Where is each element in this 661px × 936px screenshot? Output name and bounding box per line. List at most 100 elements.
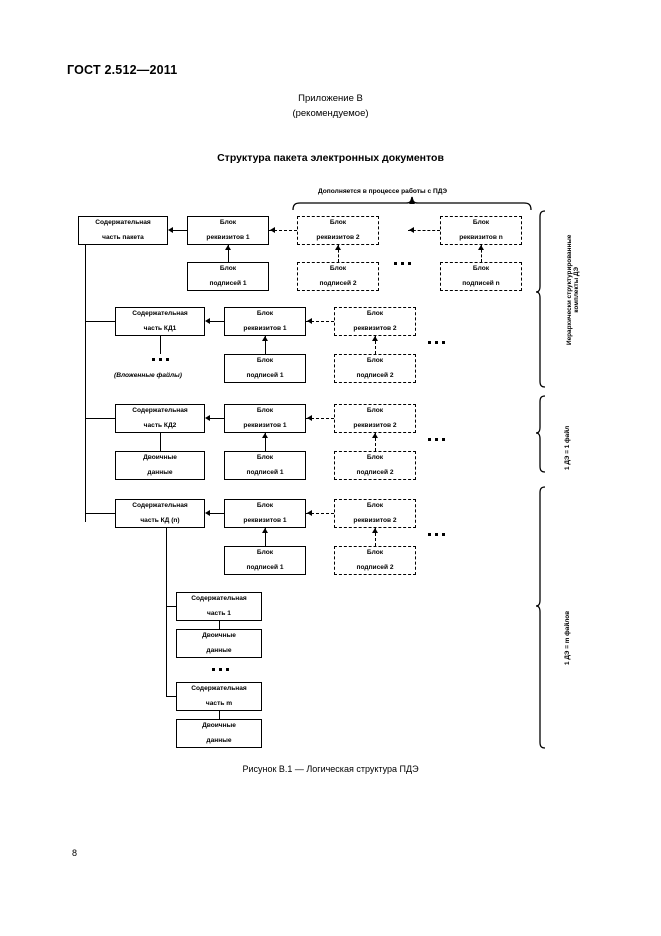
connector-partm-content-to-binary xyxy=(218,711,220,719)
box-line-2: подписей 1 xyxy=(209,280,247,288)
arrowhead-up xyxy=(225,245,231,250)
ellipsis-kd1-row xyxy=(428,341,445,344)
box-kd2-signatures-2[interactable]: Блок подписей 2 xyxy=(334,451,416,480)
page-number: 8 xyxy=(72,848,78,858)
connector-package-req2-to-req1 xyxy=(269,229,297,231)
box-line-1: Блок xyxy=(256,407,274,415)
scope-label-one-de-one-file: 1 ДЭ = 1 файл xyxy=(564,425,571,470)
box-line-1: Блок xyxy=(366,454,384,462)
box-line-1: Блок xyxy=(256,357,274,365)
figure-title: Структура пакета электронных документов xyxy=(217,152,444,164)
box-line-1: Двоичные xyxy=(143,454,177,462)
branch-to-kd2 xyxy=(84,417,116,419)
figure-caption: Рисунок В.1 — Логическая структура ПДЭ xyxy=(242,764,419,774)
box-line-1: Блок xyxy=(366,549,384,557)
arrowhead-up xyxy=(372,336,378,341)
branch-to-kdn xyxy=(84,512,116,514)
connector-package-sig1-to-req1 xyxy=(227,245,229,262)
box-line-2: подписей 2 xyxy=(356,469,394,477)
connector-kd2-content-to-binary xyxy=(159,433,161,451)
box-package-requisites-2[interactable]: Блок реквизитов 2 xyxy=(297,216,379,245)
annex-name: Приложение В xyxy=(298,93,363,104)
box-line-2: реквизитов 1 xyxy=(243,325,287,333)
connector-kd1-req1-to-content xyxy=(210,320,224,322)
annex-kind: (рекомендуемое) xyxy=(292,108,369,119)
connector-kd2-sig2-to-req2 xyxy=(374,433,376,451)
top-note-label: Дополняется в процессе работы с ПДЭ xyxy=(318,188,448,195)
standard-header: ГОСТ 2.512—2011 xyxy=(67,63,178,77)
connector-kdn-req2-to-req1 xyxy=(306,512,334,514)
box-line-2: реквизитов 1 xyxy=(243,517,287,525)
scope-label-line-2: комплекты ДЭ xyxy=(573,266,581,313)
arrowhead-left xyxy=(205,318,210,324)
arrowhead-left xyxy=(205,415,210,421)
box-line-2: данные xyxy=(206,737,232,745)
box-line-2: часть 1 xyxy=(207,610,231,618)
connector-kd1-sig1-to-req1 xyxy=(264,336,266,354)
box-kd2-binary-data[interactable]: Двоичные данные xyxy=(115,451,205,480)
box-line-1: Содержательная xyxy=(95,219,151,227)
connector-kd1-sig2-to-req2 xyxy=(374,336,376,354)
box-line-1: Блок xyxy=(329,219,347,227)
box-line-2: реквизитов 1 xyxy=(206,234,250,242)
right-brace-m-files xyxy=(535,486,546,749)
box-line-2: данные xyxy=(147,469,173,477)
brace-arrowhead-up xyxy=(409,199,415,204)
box-line-2: реквизитов 2 xyxy=(316,234,360,242)
nested-files-label: (Вложенные файлы) xyxy=(114,372,182,379)
right-brace-one-file xyxy=(535,395,546,473)
box-kdn-requisites-2[interactable]: Блок реквизитов 2 xyxy=(334,499,416,528)
box-line-2: реквизитов 2 xyxy=(353,517,397,525)
box-kd1-content[interactable]: Содержательная часть КД1 xyxy=(115,307,205,336)
box-line-2: часть КД1 xyxy=(143,325,177,333)
box-line-1: Блок xyxy=(256,310,274,318)
connector-package-reqn-to-prev xyxy=(408,229,440,231)
box-kd1-requisites-1[interactable]: Блок реквизитов 1 xyxy=(224,307,306,336)
ellipsis-nested-files xyxy=(152,358,169,361)
right-brace-hierarchical xyxy=(535,210,546,388)
box-line-1: Блок xyxy=(366,502,384,510)
arrowhead-up xyxy=(372,433,378,438)
box-package-signatures-1[interactable]: Блок подписей 1 xyxy=(187,262,269,291)
box-line-1: Содержательная xyxy=(191,685,247,693)
top-brace xyxy=(292,196,532,211)
trunk-kdn-to-parts xyxy=(165,528,167,697)
box-line-2: часть КД2 xyxy=(143,422,177,430)
branch-to-kd1 xyxy=(84,320,116,322)
box-line-2: подписей n xyxy=(462,280,500,288)
branch-to-part1 xyxy=(165,605,177,607)
box-line-2: подписей 1 xyxy=(246,564,284,572)
connector-package-sign-to-reqn xyxy=(480,245,482,262)
arrowhead-left xyxy=(307,415,312,421)
arrowhead-left xyxy=(409,227,414,233)
box-line-1: Блок xyxy=(256,549,274,557)
box-kdn-signatures-1[interactable]: Блок подписей 1 xyxy=(224,546,306,575)
box-line-1: Содержательная xyxy=(132,310,188,318)
connector-package-sig2-to-req2 xyxy=(337,245,339,262)
box-line-2: данные xyxy=(206,647,232,655)
box-line-2: реквизитов 2 xyxy=(353,325,397,333)
scope-label-hierarchical: Иерархически структурированные комплекты… xyxy=(566,235,581,345)
box-line-1: Блок xyxy=(219,265,237,273)
arrowhead-up xyxy=(372,528,378,533)
